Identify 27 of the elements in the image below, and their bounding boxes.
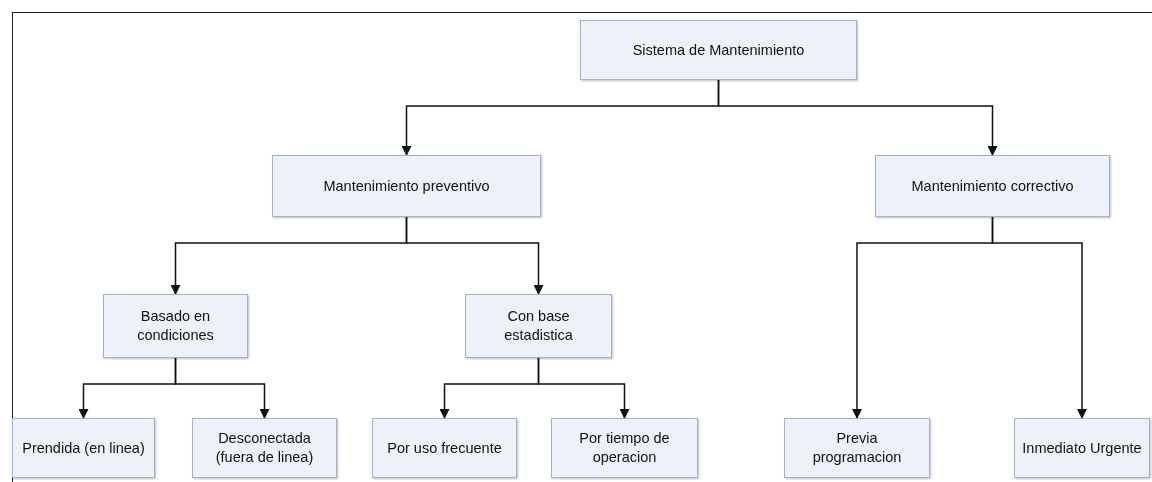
box-label: Sistema de Mantenimiento xyxy=(632,40,805,60)
category-box xyxy=(272,155,541,217)
box-label: Por uso frecuente xyxy=(387,438,502,458)
category-box xyxy=(1014,418,1150,478)
category-box xyxy=(103,294,248,358)
category-box xyxy=(465,294,612,358)
box-label: Con base estadistica xyxy=(503,307,574,345)
box-label: Mantenimiento preventivo xyxy=(323,176,490,196)
category-box xyxy=(12,418,155,478)
arrow xyxy=(174,357,270,419)
category-box xyxy=(784,418,930,478)
box-label: Basado en condiciones xyxy=(136,307,215,345)
category-box xyxy=(551,418,698,478)
box-label: Inmediato Urgente xyxy=(1022,438,1142,458)
arrow xyxy=(717,79,998,156)
arrow xyxy=(537,357,630,419)
category-box xyxy=(372,418,517,478)
box-label: Previa programacion xyxy=(811,429,903,467)
arrow xyxy=(991,216,1087,419)
arrow xyxy=(405,216,544,295)
box-label: Mantenimiento correctivo xyxy=(911,176,1074,196)
box-label: Prendida (en linea) xyxy=(22,438,145,458)
category-box xyxy=(875,155,1110,217)
category-box xyxy=(580,20,857,80)
box-label: Por tiempo de operacion xyxy=(578,429,671,467)
category-box xyxy=(192,418,337,478)
box-label: Desconectada (fuera de linea) xyxy=(214,429,315,467)
